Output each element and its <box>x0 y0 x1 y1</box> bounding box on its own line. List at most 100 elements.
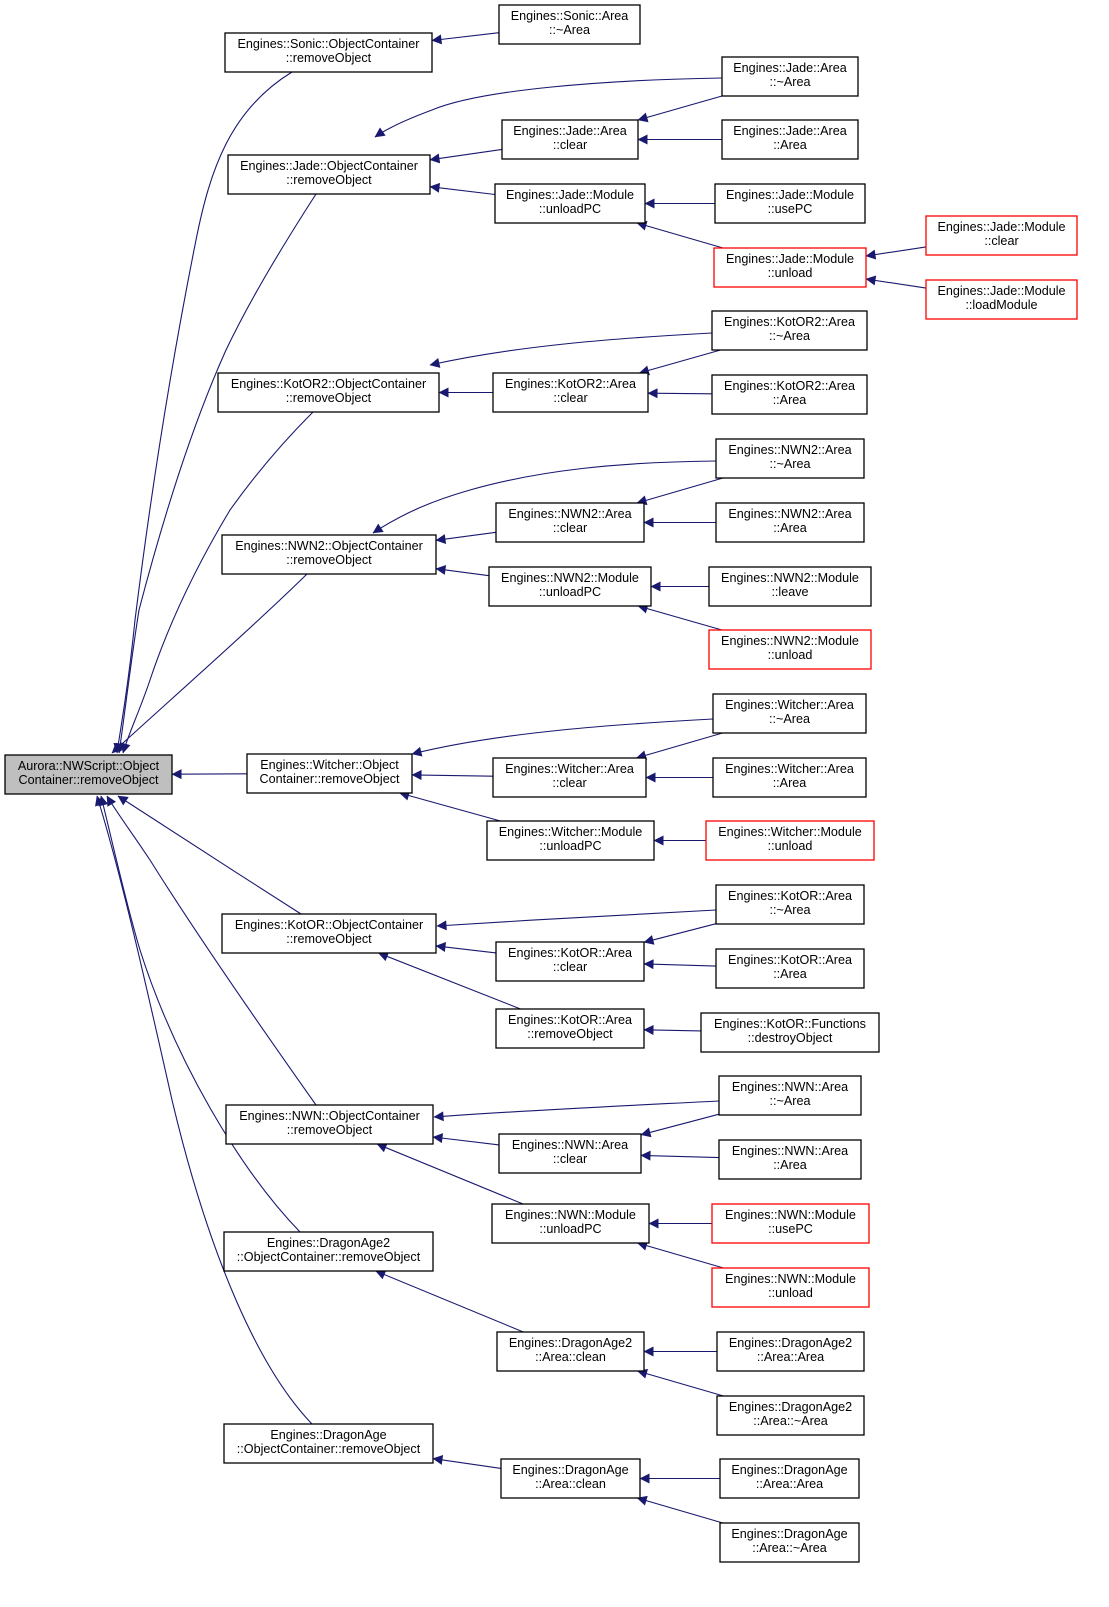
node-label-line: Engines::Jade::Module <box>506 188 634 202</box>
node-kotor-func-destroy[interactable]: Engines::KotOR::Functions::destroyObject <box>700 1012 880 1053</box>
call-edge-da2_area_clean-to-da2_oc <box>375 1270 524 1333</box>
node-label-line: ::Area <box>773 776 807 790</box>
node-kotor-area-clear[interactable]: Engines::KotOR::Area::clear <box>495 941 645 982</box>
node-label-line: ::removeObject <box>286 51 372 65</box>
node-jade-mod-unload[interactable]: Engines::Jade::Module::unload <box>713 247 867 288</box>
node-nwn2-area-dtor[interactable]: Engines::NWN2::Area::~Area <box>715 438 865 479</box>
node-label-line: Engines::DragonAge <box>512 1463 628 1477</box>
node-box <box>494 183 646 224</box>
node-box <box>715 884 865 925</box>
nodes-layer: Aurora::NWScript::ObjectContainer::remov… <box>4 4 1078 1563</box>
call-edge-nwn_mod_unload-to-nwn_mod_unloadpc <box>637 1240 724 1269</box>
node-label-line: ::Area::~Area <box>752 1541 827 1555</box>
node-nwn-mod-unloadpc[interactable]: Engines::NWN::Module::unloadPC <box>491 1203 650 1244</box>
edge-line <box>638 349 721 376</box>
node-witcher-mod-unloadpc[interactable]: Engines::Witcher::Module::unloadPC <box>486 820 655 861</box>
node-kotor-area-ctor[interactable]: Engines::KotOR::Area::Area <box>715 948 865 989</box>
node-label-line: ::removeObject <box>286 173 372 187</box>
node-witcher-mod-unload[interactable]: Engines::Witcher::Module::unload <box>705 820 875 861</box>
node-label-line: ::Area::~Area <box>753 1414 828 1428</box>
call-edge-kotor_area_dtor-to-kotor_oc <box>436 909 717 931</box>
node-label-line: ::destroyObject <box>748 1031 833 1045</box>
node-nwn-mod-unload[interactable]: Engines::NWN::Module::unload <box>711 1267 870 1308</box>
node-nwn2-mod-unloadpc[interactable]: Engines::NWN2::Module::unloadPC <box>488 566 652 607</box>
edge-line <box>117 795 302 915</box>
call-edge-jade_mod_unloadpc-to-jade_oc <box>429 182 496 196</box>
node-root[interactable]: Aurora::NWScript::ObjectContainer::remov… <box>4 754 173 795</box>
node-nwn-area-dtor[interactable]: Engines::NWN::Area::~Area <box>718 1075 862 1116</box>
node-label-line: ::Area <box>773 393 807 407</box>
node-kotor2-area-dtor[interactable]: Engines::KotOR2::Area::~Area <box>711 310 868 351</box>
node-label-line: ::removeObject <box>287 1123 373 1137</box>
node-label-line: Engines::Jade::Module <box>726 188 854 202</box>
node-nwn2-oc[interactable]: Engines::NWN2::ObjectContainer::removeOb… <box>221 534 437 575</box>
node-kotor2-oc[interactable]: Engines::KotOR2::ObjectContainer::remove… <box>217 372 440 413</box>
node-witcher-oc[interactable]: Engines::Witcher::ObjectContainer::remov… <box>246 753 413 794</box>
node-kotor2-area-ctor[interactable]: Engines::KotOR2::Area::Area <box>711 374 868 415</box>
node-label-line: ::unload <box>768 1286 813 1300</box>
call-edge-kotor_oc-to-root <box>117 795 302 915</box>
call-edge-da_area_dtor-to-da_area_clean <box>636 1495 723 1524</box>
node-box <box>486 820 655 861</box>
node-kotor-area-dtor[interactable]: Engines::KotOR::Area::~Area <box>715 884 865 925</box>
node-witcher-area-clear[interactable]: Engines::Witcher::Area::clear <box>492 757 647 798</box>
node-da-area-dtor[interactable]: Engines::DragonAge::Area::~Area <box>719 1522 860 1563</box>
node-label-line: Engines::Witcher::Module <box>718 825 862 839</box>
node-jade-mod-unloadpc[interactable]: Engines::Jade::Module::unloadPC <box>494 183 646 224</box>
node-label-line: ::unload <box>768 839 813 853</box>
node-da2-oc[interactable]: Engines::DragonAge2::ObjectContainer::re… <box>223 1231 434 1272</box>
edge-line <box>429 182 496 196</box>
call-edge-kotor2_area_ctor-to-kotor2_area_clear <box>647 388 713 399</box>
edge-line <box>435 564 490 577</box>
node-sonic-area-dtor[interactable]: Engines::Sonic::Area::~Area <box>498 4 641 45</box>
node-jade-mod-clear[interactable]: Engines::Jade::Module::clear <box>925 215 1078 256</box>
node-jade-area-clear[interactable]: Engines::Jade::Area::clear <box>501 119 639 160</box>
edge-line <box>432 1455 502 1469</box>
node-jade-area-dtor[interactable]: Engines::Jade::Area::~Area <box>721 56 859 97</box>
node-witcher-area-ctor[interactable]: Engines::Witcher::Area::Area <box>712 757 867 798</box>
node-jade-oc[interactable]: Engines::Jade::ObjectContainer::removeOb… <box>227 154 431 195</box>
call-edge-kotor2_area_dtor-to-kotor2_area_clear <box>638 349 721 376</box>
node-nwn-mod-usepc[interactable]: Engines::NWN::Module::usePC <box>711 1203 870 1244</box>
node-label-line: Engines::Sonic::Area <box>511 9 629 23</box>
node-label-line: Engines::Jade::Module <box>726 252 854 266</box>
node-kotor2-area-clear[interactable]: Engines::KotOR2::Area::clear <box>492 372 649 413</box>
node-label-line: Engines::NWN::Module <box>505 1208 636 1222</box>
node-nwn-area-clear[interactable]: Engines::NWN::Area::clear <box>498 1133 642 1174</box>
edge-line <box>865 275 927 289</box>
node-kotor-oc[interactable]: Engines::KotOR::ObjectContainer::removeO… <box>221 913 437 954</box>
edge-line <box>432 1133 500 1146</box>
node-jade-area-ctor[interactable]: Engines::Jade::Area::Area <box>721 119 859 160</box>
node-nwn2-mod-leave[interactable]: Engines::NWN2::Module::leave <box>708 566 872 607</box>
node-label-line: Engines::Jade::Module <box>937 284 1065 298</box>
node-sonic-oc[interactable]: Engines::Sonic::ObjectContainer::removeO… <box>224 32 433 73</box>
edge-line <box>106 795 317 1106</box>
node-da2-area-clean[interactable]: Engines::DragonAge2::Area::clean <box>496 1331 645 1372</box>
node-kotor-area-removeobject[interactable]: Engines::KotOR::Area::removeObject <box>495 1008 645 1049</box>
node-da-area-clean[interactable]: Engines::DragonAge::Area::clean <box>500 1458 641 1499</box>
node-nwn2-mod-unload[interactable]: Engines::NWN2::Module::unload <box>708 629 872 670</box>
call-edge-nwn2_mod_unloadpc-to-nwn2_oc <box>435 564 490 577</box>
node-box <box>500 1458 641 1499</box>
node-nwn-oc[interactable]: Engines::NWN::ObjectContainer::removeObj… <box>225 1104 434 1145</box>
node-label-line: Engines::NWN2::Module <box>501 571 639 585</box>
node-jade-mod-usepc[interactable]: Engines::Jade::Module::usePC <box>714 183 866 224</box>
edge-line <box>120 411 314 754</box>
node-nwn-area-ctor[interactable]: Engines::NWN::Area::Area <box>718 1139 862 1180</box>
node-box <box>715 502 865 543</box>
node-label-line: Engines::Sonic::ObjectContainer <box>237 37 419 51</box>
node-da2-area-ctor[interactable]: Engines::DragonAge2::Area::Area <box>716 1331 865 1372</box>
node-da-area-ctor[interactable]: Engines::DragonAge::Area::Area <box>719 1458 860 1499</box>
node-da-oc[interactable]: Engines::DragonAge::ObjectContainer::rem… <box>223 1423 434 1464</box>
node-label-line: ::~Area <box>770 1094 811 1108</box>
node-jade-mod-loadmodule[interactable]: Engines::Jade::Module::loadModule <box>925 279 1078 320</box>
node-nwn2-area-clear[interactable]: Engines::NWN2::Area::clear <box>495 502 645 543</box>
call-edge-da2_area_dtor-to-da2_area_clean <box>637 1368 724 1397</box>
node-da2-area-dtor[interactable]: Engines::DragonAge2::Area::~Area <box>716 1395 865 1436</box>
node-label-line: Engines::NWN2::Module <box>721 634 859 648</box>
node-box <box>246 753 413 794</box>
node-nwn2-area-ctor[interactable]: Engines::NWN2::Area::Area <box>715 502 865 543</box>
edges-layer <box>95 32 927 1524</box>
call-edge-jade_mod_unload-to-jade_mod_unloadpc <box>636 220 724 249</box>
node-witcher-area-dtor[interactable]: Engines::Witcher::Area::~Area <box>712 693 867 734</box>
